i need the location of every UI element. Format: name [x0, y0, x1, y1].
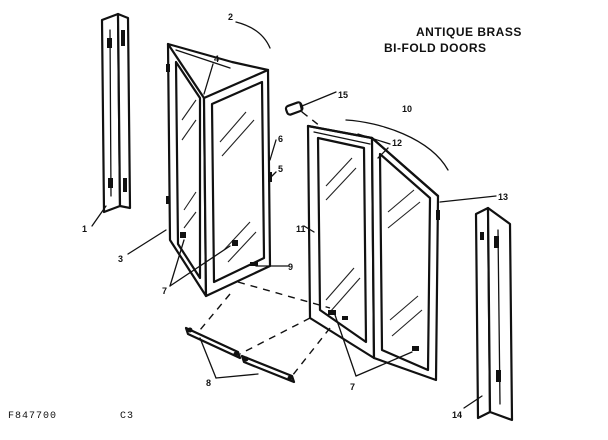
left-mounting-track	[100, 12, 132, 214]
leader-lines	[91, 21, 497, 409]
callout-9: 9	[288, 262, 293, 272]
callout-14: 14	[452, 410, 462, 420]
callout-4: 4	[214, 54, 219, 64]
callout-11: 11	[296, 224, 306, 234]
callout-7-left: 7	[162, 286, 167, 296]
right-mounting-track	[474, 206, 514, 422]
top-pivot	[284, 101, 304, 116]
callout-2: 2	[228, 12, 233, 22]
callout-12: 12	[392, 138, 402, 148]
sheet-code: C3	[120, 411, 134, 422]
callout-13: 13	[498, 192, 508, 202]
assembly-guide-lines	[199, 111, 331, 377]
title-line-1: ANTIQUE BRASS	[416, 25, 522, 39]
left-bifold-door-pair	[166, 42, 272, 298]
callout-7-right: 7	[350, 382, 355, 392]
callout-8: 8	[206, 378, 211, 388]
callout-numbers: 1 2 3 4 5 6 7 7 8 9 10 11 12 13 14 15	[82, 12, 508, 420]
callout-15: 15	[338, 90, 348, 100]
callout-6: 6	[278, 134, 283, 144]
callout-10: 10	[402, 104, 412, 114]
callout-1: 1	[82, 224, 87, 234]
bottom-pivot-brackets	[184, 326, 296, 384]
callout-3: 3	[118, 254, 123, 264]
drawing-code: F847700	[8, 411, 57, 422]
callout-5: 5	[278, 164, 283, 174]
title-line-2: BI-FOLD DOORS	[384, 41, 487, 55]
right-bifold-door-pair	[306, 124, 440, 382]
